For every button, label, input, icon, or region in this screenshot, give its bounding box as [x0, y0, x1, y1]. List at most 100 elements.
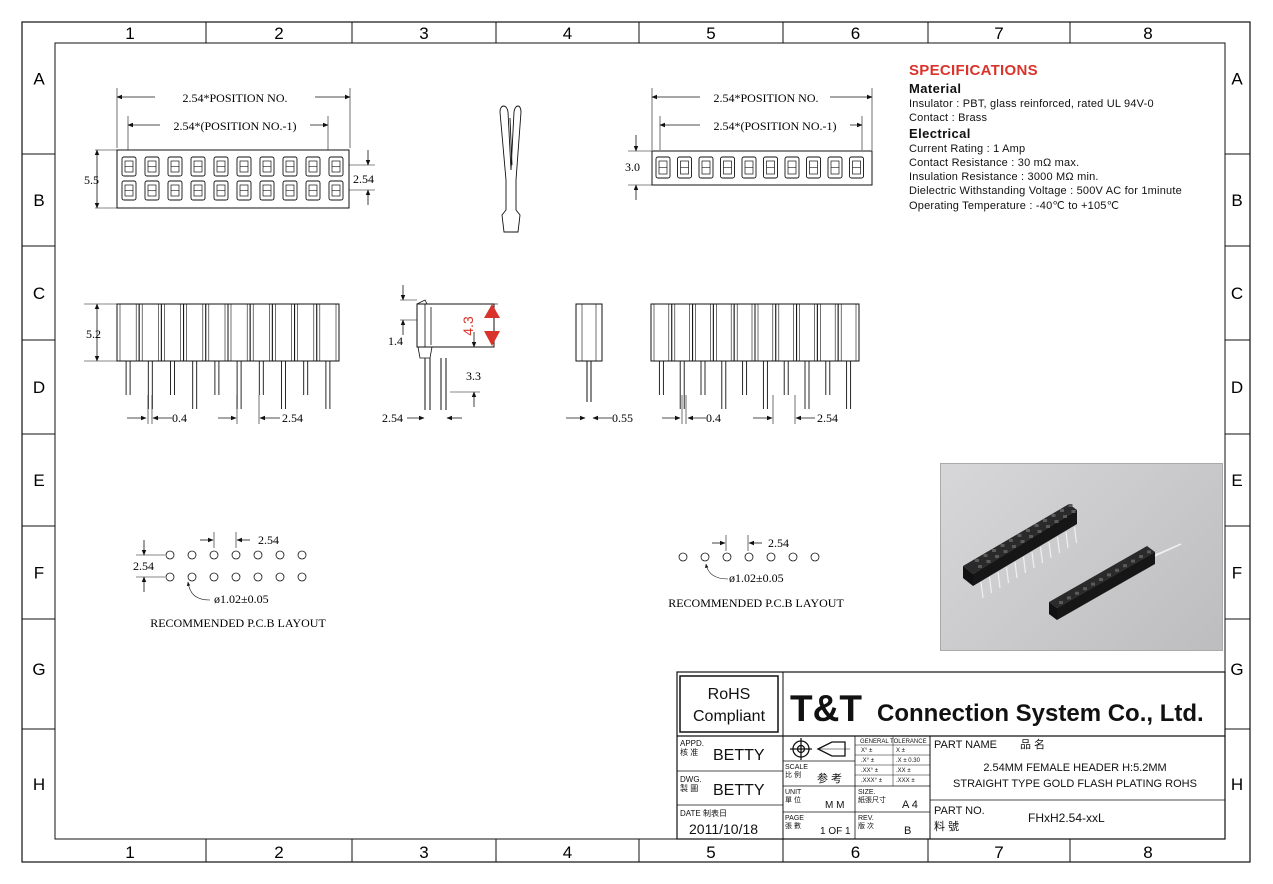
pcb-pitch-horizontal: 2.54	[258, 533, 279, 547]
grid-column-label: 3	[419, 843, 428, 862]
dwg-label: DWG.	[680, 775, 702, 784]
photo-contact-hole	[1099, 578, 1103, 581]
grid-row-label: C	[33, 284, 45, 303]
photo-contact-hole	[975, 559, 979, 562]
part-no-label: PART NO.	[934, 805, 985, 817]
photo-contact-hole	[1071, 510, 1076, 513]
contact-cell	[827, 156, 843, 179]
tol-r3-b: .XXX ±	[896, 778, 915, 784]
photo-contact-hole	[1123, 564, 1127, 568]
pcb-hole	[231, 550, 241, 560]
photo-contact-hole	[1003, 550, 1008, 553]
contact-cell	[259, 156, 275, 177]
photo-contact-hole	[1051, 514, 1056, 517]
pcb-layout-right: 2.54 ø1.02±0.05 RECOMMENDED P.C.B LAYOUT	[668, 535, 844, 610]
electrical-heading: Electrical	[909, 126, 971, 141]
contact-cell	[305, 180, 321, 201]
electrical-line: Operating Temperature : -40℃ to +105℃	[909, 200, 1120, 212]
part-name-line-2: STRAIGHT TYPE GOLD FLASH PLATING ROHS	[953, 778, 1197, 790]
company-name: Connection System Co., Ltd.	[877, 700, 1204, 727]
photo-contact-hole	[1091, 582, 1095, 586]
part-name-cn: 品 名	[1020, 737, 1045, 751]
grid-column-label: 8	[1143, 24, 1152, 43]
photo-contact-hole	[1000, 544, 1005, 547]
top-view-left: 2.54*POSITION NO. 2.54*(POSITION NO.-1) …	[84, 88, 375, 209]
housing-segment	[183, 303, 207, 362]
contact-cell	[305, 156, 321, 177]
housing-segment	[138, 303, 162, 362]
grid-row-label: D	[1231, 378, 1243, 397]
tol-r1-b: .X ± 0.30	[896, 758, 921, 764]
grid-column-label: 7	[994, 24, 1003, 43]
contact-cell	[763, 156, 778, 179]
photo-contact-hole	[978, 565, 982, 568]
grid-column-label: 3	[419, 24, 428, 43]
grid-row-label: E	[1231, 471, 1242, 490]
side-view-left: 5.2 0.4 2.54	[84, 303, 340, 425]
dim-pin-width-right: 0.4	[706, 411, 721, 425]
pcb-hole	[187, 550, 197, 560]
dim-overall-length-right: 2.54*POSITION NO.	[714, 91, 819, 105]
dim-body-height: 5.2	[86, 327, 101, 341]
grid-column-label: 6	[851, 24, 860, 43]
unit-cn: 單 位	[785, 795, 801, 804]
photo-contact-hole	[995, 555, 999, 558]
photo-pin	[980, 581, 984, 599]
contact-cell	[190, 180, 206, 201]
photo-contact-hole	[1043, 519, 1047, 522]
contact-cell	[167, 180, 183, 201]
dim-overall-length: 2.54*POSITION NO.	[183, 91, 288, 105]
contact-cell	[167, 156, 183, 177]
photo-contact-hole	[992, 549, 996, 552]
photo-contact-hole	[1147, 550, 1151, 554]
appd-label: APPD.	[680, 739, 704, 748]
grid-column-label: 1	[125, 24, 134, 43]
pcb-hole	[766, 552, 776, 562]
pcb-hole	[253, 572, 263, 582]
size-value: A 4	[902, 799, 918, 811]
date-label: DATE 制表日	[680, 808, 727, 818]
page-value: 1 OF 1	[820, 826, 851, 837]
top-view-right: 2.54*POSITION NO. 2.54*(POSITION NO.-1) …	[625, 88, 873, 200]
contact-cell	[677, 156, 692, 179]
housing-segment	[249, 303, 273, 362]
photo-contact-hole	[1115, 568, 1119, 572]
material-heading: Material	[909, 81, 962, 96]
housing-segment	[316, 303, 340, 362]
photo-contact-hole	[1063, 515, 1067, 518]
contact-cell	[144, 180, 160, 201]
contact-cell	[213, 180, 229, 201]
specifications-panel: SPECIFICATIONS Material Insulator : PBT,…	[909, 62, 1219, 212]
pcb-hole	[165, 550, 175, 560]
photo-contact-hole	[1029, 535, 1033, 538]
dim-row-pitch: 2.54	[353, 172, 374, 186]
photo-contact-hole	[1139, 555, 1143, 558]
dim-body-4-3: 4.3	[460, 316, 476, 336]
contact-cell	[698, 156, 714, 179]
photo-contact-hole	[1075, 591, 1079, 595]
electrical-line: Insulation Resistance : 3000 MΩ min.	[909, 171, 1099, 183]
pcb-hole	[700, 552, 710, 562]
photo-pin	[997, 571, 1001, 589]
photo-contact-hole	[1068, 504, 1073, 507]
electrical-line: Current Rating : 1 Amp	[909, 143, 1026, 155]
pcb-layout-label-right: RECOMMENDED P.C.B LAYOUT	[668, 596, 844, 610]
contact-cell	[328, 180, 344, 201]
grid-row-label: G	[1230, 660, 1243, 679]
photo-contact-hole	[1046, 525, 1050, 528]
company-logo: T&T	[790, 688, 862, 729]
grid-row-label: B	[33, 191, 44, 210]
dim-top-offset: 1.4	[388, 334, 403, 348]
pcb-hole	[253, 550, 263, 560]
rev-value: B	[904, 825, 911, 837]
dim-height-5-5: 5.5	[84, 173, 99, 187]
dim-inner-length: 2.54*(POSITION NO.-1)	[174, 119, 297, 133]
dim-pin-width: 0.4	[172, 411, 187, 425]
grid-row-label: H	[1231, 775, 1243, 794]
appd-cn: 核 准	[680, 747, 698, 757]
grid-column-label: 2	[274, 843, 283, 862]
photo-pin	[1022, 556, 1027, 574]
housing-segment	[837, 303, 860, 362]
contact-cell	[121, 180, 137, 201]
contact-cell	[741, 156, 757, 179]
